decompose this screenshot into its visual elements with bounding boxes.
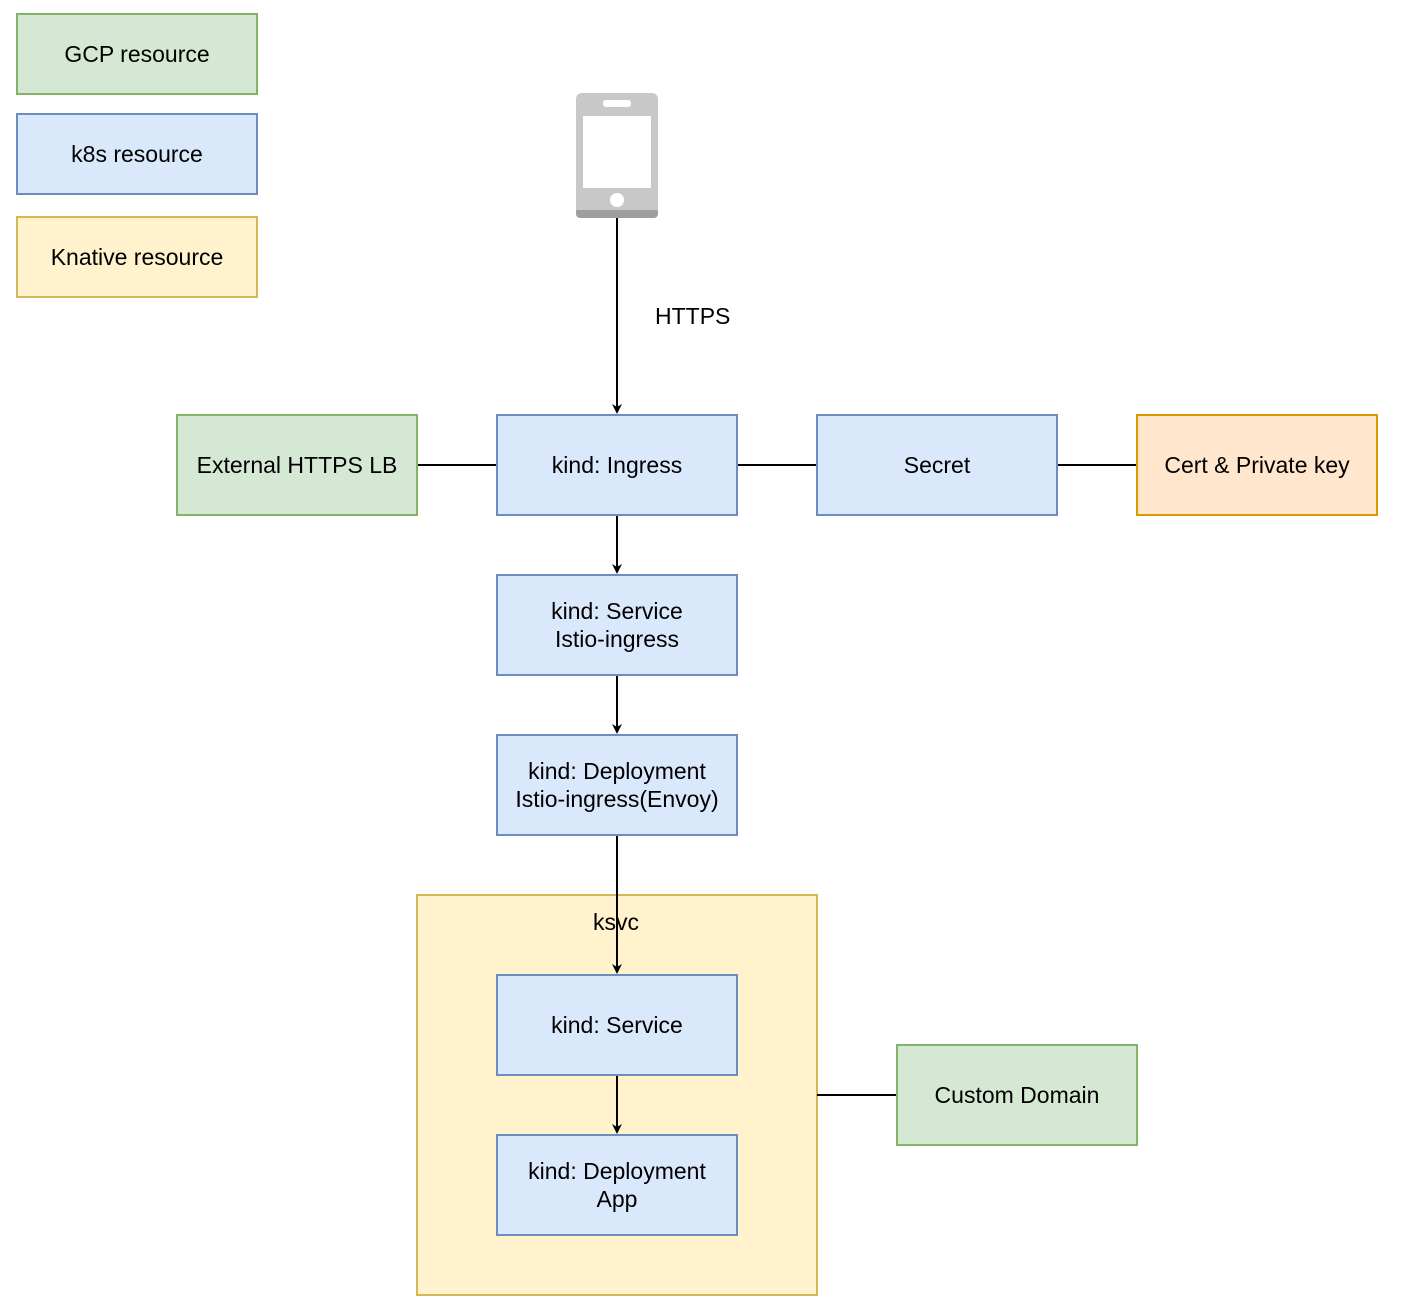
legend-k8s-resource: k8s resource — [16, 113, 258, 195]
app-deployment-node: kind: Deployment App — [496, 1134, 738, 1236]
istio-ingress-deployment-node: kind: Deployment Istio-ingress(Envoy) — [496, 734, 738, 836]
app-deployment-label: kind: Deployment App — [528, 1158, 706, 1212]
istio-ingress-service-node: kind: Service Istio-ingress — [496, 574, 738, 676]
ksvc-service-label: kind: Service — [551, 1012, 683, 1038]
custom-domain-node: Custom Domain — [896, 1044, 1138, 1146]
legend-k8s-label: k8s resource — [71, 141, 203, 167]
legend-knative-resource: Knative resource — [16, 216, 258, 298]
cert-private-key-label: Cert & Private key — [1164, 452, 1350, 478]
legend-gcp-label: GCP resource — [64, 41, 210, 67]
mobile-phone-icon — [576, 93, 658, 218]
cert-private-key-node: Cert & Private key — [1136, 414, 1378, 516]
custom-domain-label: Custom Domain — [934, 1082, 1100, 1108]
ksvc-label: ksvc — [593, 909, 639, 935]
external-https-lb-label: External HTTPS LB — [196, 452, 398, 478]
ksvc-service-node: kind: Service — [496, 974, 738, 1076]
legend-knative-label: Knative resource — [50, 244, 224, 270]
istio-ingress-service-label: kind: Service Istio-ingress — [551, 598, 683, 652]
istio-ingress-deployment-label: kind: Deployment Istio-ingress(Envoy) — [515, 758, 719, 812]
secret-label: Secret — [903, 452, 971, 478]
secret-node: Secret — [816, 414, 1058, 516]
https-edge-label: HTTPS — [655, 302, 731, 330]
ingress-label: kind: Ingress — [551, 452, 683, 478]
ingress-node: kind: Ingress — [496, 414, 738, 516]
external-https-lb-node: External HTTPS LB — [176, 414, 418, 516]
legend-gcp-resource: GCP resource — [16, 13, 258, 95]
